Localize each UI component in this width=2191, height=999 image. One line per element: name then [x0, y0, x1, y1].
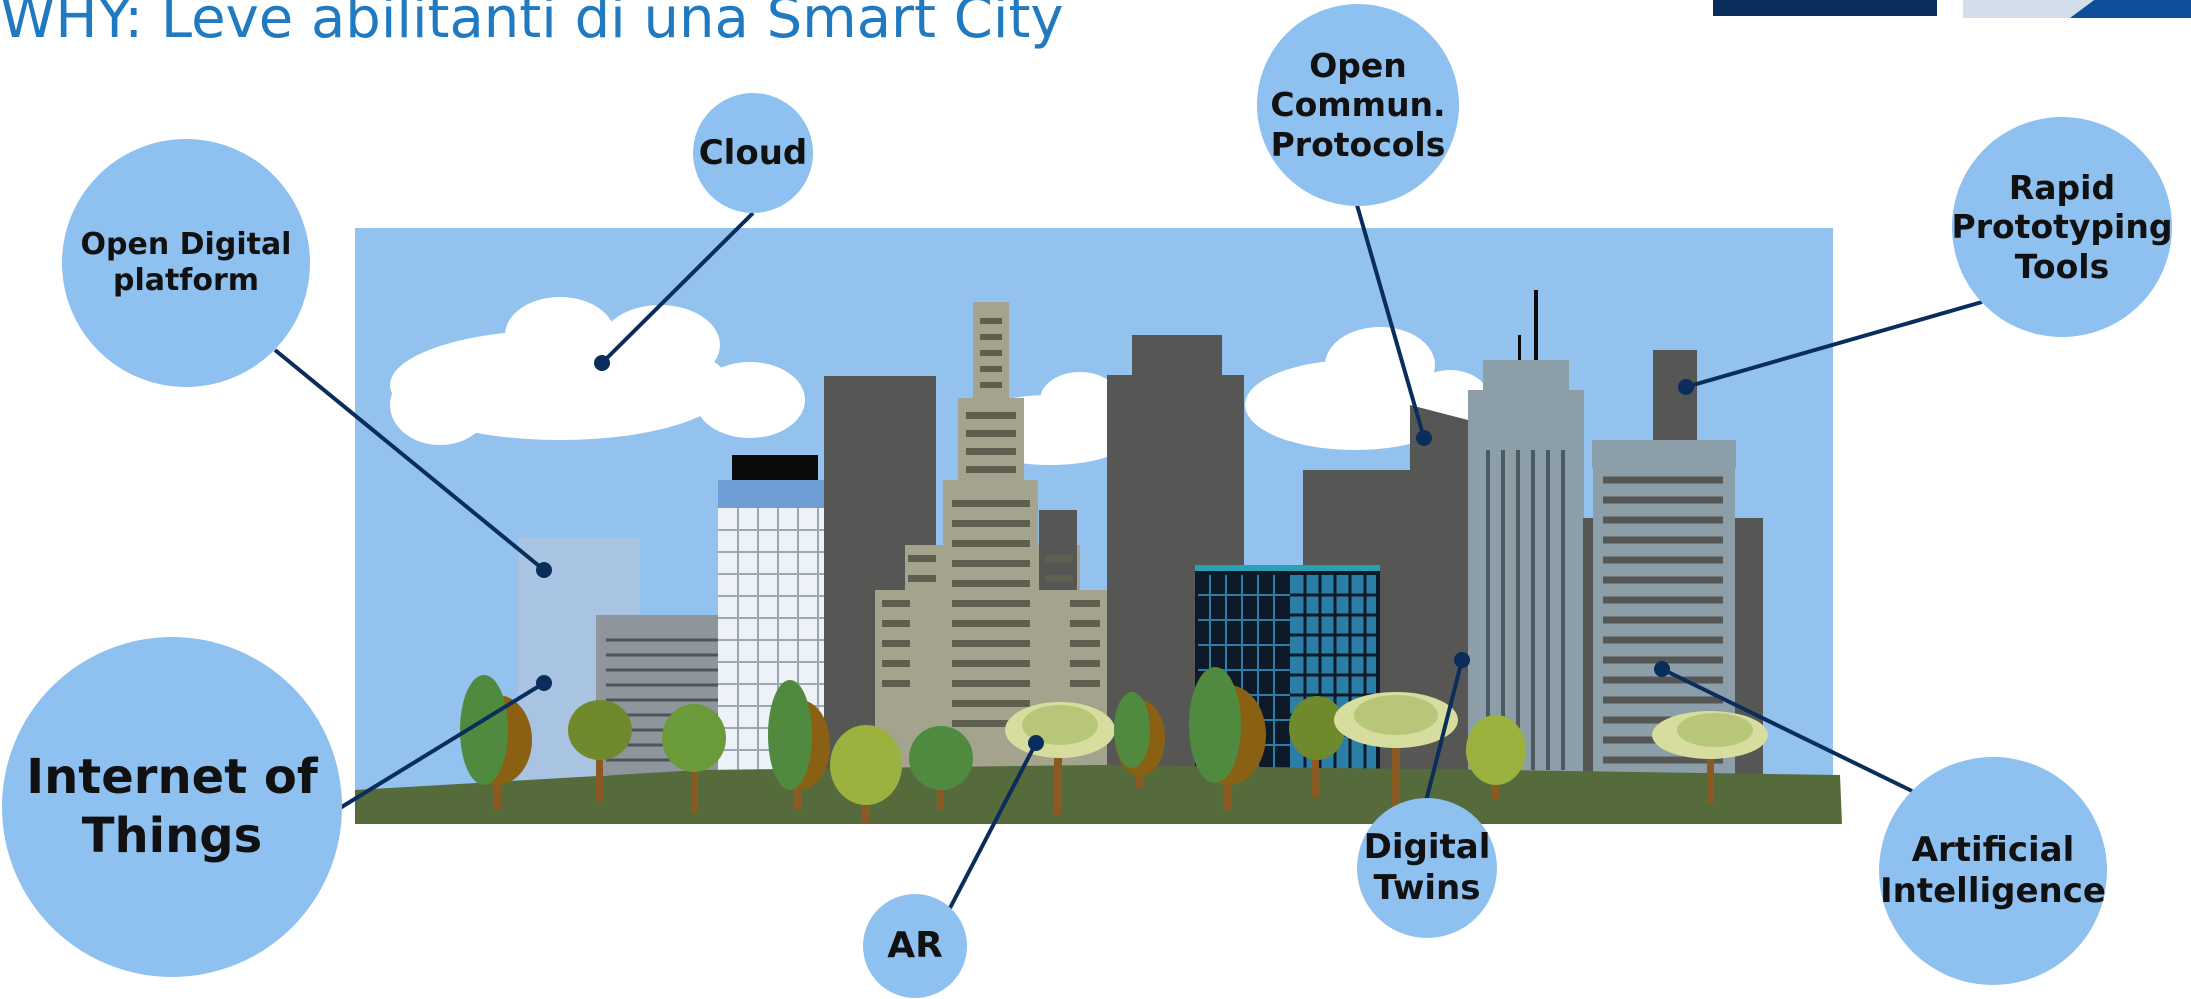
- building-beige-skyscraper-windows: [882, 318, 1100, 727]
- lever-open-digital-platform: Open Digital platform: [62, 139, 310, 387]
- logo-bar-dark: [1713, 0, 1937, 16]
- page-title: WHY: Leve abilitanti di una Smart City: [0, 0, 1064, 51]
- connector-dots: [536, 355, 1694, 751]
- building-dark-right: [1303, 405, 1468, 776]
- connector-internet-of-things: [338, 681, 546, 810]
- lever-open-commun-protocols: Open Commun. Protocols: [1257, 4, 1459, 206]
- connector-artificial-intelligence: [1661, 667, 1913, 793]
- lever-internet-of-things: Internet of Things: [2, 637, 342, 977]
- connector-open-digital-platform: [273, 348, 546, 572]
- lever-label: Open Commun. Protocols: [1270, 45, 1446, 164]
- lever-cloud: Cloud: [693, 93, 813, 213]
- lever-label: Internet of Things: [26, 749, 318, 864]
- tree-9: [1189, 667, 1266, 810]
- tree-8: [1114, 692, 1165, 788]
- building-antenna-tower: [1468, 290, 1584, 776]
- connector-digital-twins: [1423, 659, 1464, 806]
- lever-rapid-prototyping-tools: Rapid Prototyping Tools: [1952, 117, 2172, 337]
- connector-lines: [273, 204, 1983, 909]
- lever-label: Digital Twins: [1363, 827, 1491, 908]
- connector-ar: [948, 742, 1038, 909]
- lever-label: Rapid Prototyping Tools: [1951, 167, 2173, 286]
- tree-2: [568, 700, 632, 802]
- ground: [355, 765, 1842, 824]
- cloud-shape-left: [390, 297, 805, 445]
- lever-artificial-intelligence: Artificial Intelligence: [1879, 757, 2107, 985]
- connector-open-commun-protocols: [1355, 204, 1426, 439]
- connector-cloud: [600, 211, 755, 365]
- tree-11: [1334, 692, 1458, 807]
- tree-12: [1466, 715, 1526, 800]
- lever-label: Cloud: [698, 132, 808, 173]
- tree-13: [1652, 711, 1768, 803]
- lever-digital-twins: Digital Twins: [1357, 798, 1497, 938]
- tree-5: [830, 725, 902, 823]
- tree-3: [662, 704, 726, 813]
- tree-6: [909, 726, 973, 810]
- lever-label: AR: [887, 925, 943, 967]
- tree-4: [768, 680, 830, 810]
- lever-ar: AR: [863, 894, 967, 998]
- tree-1: [460, 675, 532, 810]
- lever-label: Open Digital platform: [80, 227, 292, 298]
- logo-bar-blue: [2070, 0, 2191, 18]
- connector-rapid-prototyping-tools: [1685, 300, 1983, 389]
- tree-10: [1289, 696, 1345, 798]
- lever-label: Artificial Intelligence: [1880, 830, 2106, 911]
